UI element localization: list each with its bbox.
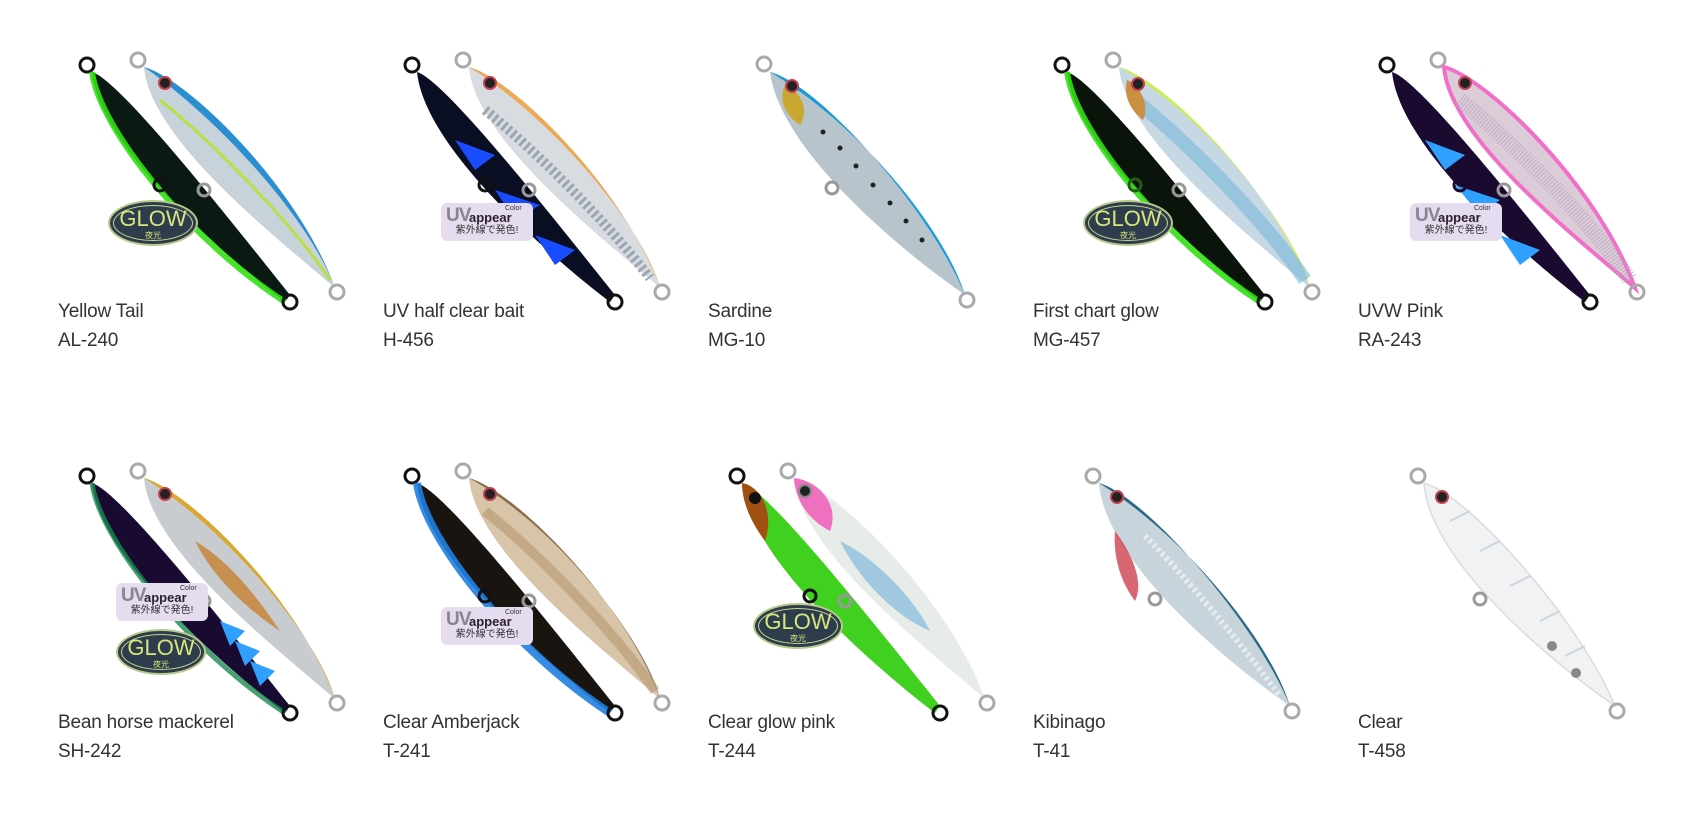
- product-card[interactable]: GLOW 夜光 Yellow Tail AL-240: [58, 0, 358, 400]
- product-code: H-456: [383, 330, 434, 351]
- lure-image[interactable]: [365, 40, 685, 330]
- uv-appear-badge-icon: UV appear Color 紫外線で発色!: [441, 203, 533, 241]
- lure-image[interactable]: [1340, 451, 1660, 741]
- product-card[interactable]: UV appear Color 紫外線で発色! UV half clear ba…: [383, 0, 683, 400]
- lure-image[interactable]: [40, 40, 360, 330]
- product-card[interactable]: UV appear Color 紫外線で発色! Clear Amberjack …: [383, 411, 683, 811]
- product-code: AL-240: [58, 330, 119, 351]
- product-name[interactable]: Sardine: [708, 301, 773, 322]
- product-code: T-244: [708, 741, 756, 762]
- product-name[interactable]: Kibinago: [1033, 712, 1106, 733]
- product-code: MG-457: [1033, 330, 1101, 351]
- lure-image[interactable]: [1015, 40, 1335, 330]
- lure-image[interactable]: [365, 451, 685, 741]
- product-code: MG-10: [708, 330, 766, 351]
- lure-image[interactable]: [1015, 451, 1335, 741]
- glow-badge-icon: GLOW 夜光: [1083, 200, 1173, 246]
- uv-appear-badge-icon: UV appear Color 紫外線で発色!: [116, 583, 208, 621]
- product-name[interactable]: UVW Pink: [1358, 301, 1443, 322]
- product-name[interactable]: Clear: [1358, 712, 1403, 733]
- product-card[interactable]: GLOW 夜光 First chart glow MG-457: [1033, 0, 1333, 400]
- product-name[interactable]: Yellow Tail: [58, 301, 144, 322]
- uv-appear-badge-icon: UV appear Color 紫外線で発色!: [441, 607, 533, 645]
- product-card[interactable]: Sardine MG-10: [708, 0, 1008, 400]
- glow-badge-icon: GLOW 夜光: [753, 603, 843, 649]
- lure-image[interactable]: [690, 451, 1010, 741]
- product-code: SH-242: [58, 741, 122, 762]
- product-code: T-458: [1358, 741, 1406, 762]
- product-name[interactable]: Clear glow pink: [708, 712, 835, 733]
- product-code: T-241: [383, 741, 431, 762]
- product-card[interactable]: Clear T-458: [1358, 411, 1658, 811]
- product-name[interactable]: UV half clear bait: [383, 301, 525, 322]
- lure-image[interactable]: [1340, 40, 1660, 330]
- glow-badge-icon: GLOW 夜光: [108, 200, 198, 246]
- product-code: T-41: [1033, 741, 1071, 762]
- product-name[interactable]: First chart glow: [1033, 301, 1159, 322]
- product-card[interactable]: Kibinago T-41: [1033, 411, 1333, 811]
- product-code: RA-243: [1358, 330, 1422, 351]
- product-card[interactable]: UV appear Color 紫外線で発色! GLOW 夜光 Bean hor…: [58, 411, 358, 811]
- product-name[interactable]: Clear Amberjack: [383, 712, 520, 733]
- uv-appear-badge-icon: UV appear Color 紫外線で発色!: [1410, 203, 1502, 241]
- product-card[interactable]: GLOW 夜光 Clear glow pink T-244: [708, 411, 1008, 811]
- product-card[interactable]: UV appear Color 紫外線で発色! UVW Pink RA-243: [1358, 0, 1658, 400]
- glow-badge-icon: GLOW 夜光: [116, 629, 206, 675]
- product-name[interactable]: Bean horse mackerel: [58, 712, 234, 733]
- lure-image[interactable]: [690, 40, 1010, 330]
